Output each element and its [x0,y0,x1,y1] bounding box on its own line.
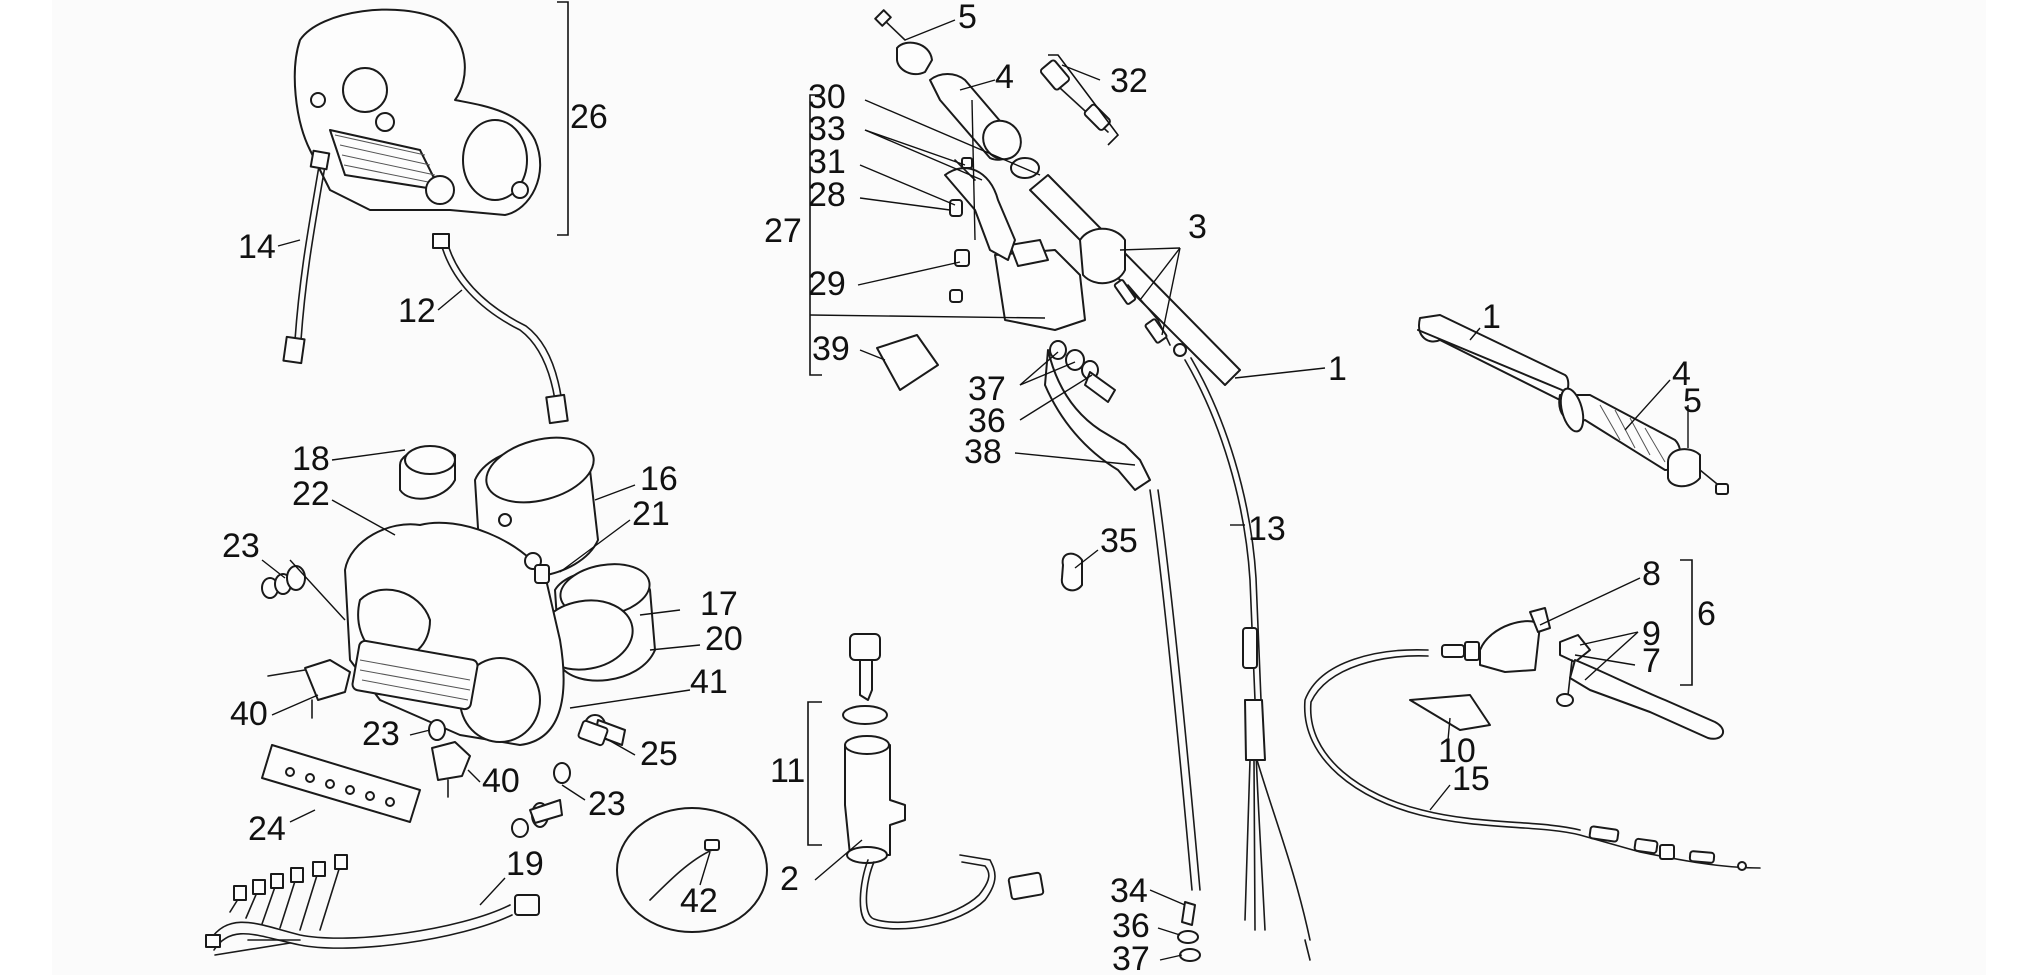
label-37-upper: 37 [968,370,1006,408]
label-21: 21 [632,495,670,533]
label-9: 9 [1642,615,1661,653]
label-6: 6 [1697,595,1716,633]
label-36-lower: 36 [1112,907,1150,945]
label-15: 15 [1452,760,1490,798]
ignition-switch-assembly [842,633,1045,930]
label-29: 29 [808,265,846,303]
label-14: 14 [238,228,276,266]
clutch-lever-assembly [1304,607,1761,871]
label-30: 30 [808,78,846,116]
label-10: 10 [1438,732,1476,770]
label-7: 7 [1642,642,1661,680]
label-26: 26 [570,98,608,136]
label-18: 18 [292,440,330,478]
label-8: 8 [1642,555,1661,593]
label-20: 20 [705,620,743,658]
label-33: 33 [808,110,846,148]
handlebar-left-assembly [874,9,1311,962]
label-27: 27 [764,212,802,250]
label-25: 25 [640,735,678,773]
label-23-middle: 23 [362,715,400,753]
bulb-42-callout [616,807,768,933]
label-4-right: 4 [1672,355,1691,393]
label-5-top: 5 [958,0,977,36]
handlebar-right-assembly [1417,314,1729,495]
label-12: 12 [398,292,436,330]
label-42: 42 [680,882,718,920]
leader-lines [261,1,1693,961]
instrument-housing-exploded [261,436,656,838]
label-34: 34 [1110,872,1148,910]
label-40-lower: 40 [482,762,520,800]
wiring-harness-19 [205,854,540,956]
label-36-upper: 36 [968,402,1006,440]
label-2: 2 [780,860,799,898]
label-28: 28 [808,176,846,214]
label-3: 3 [1188,208,1207,246]
label-31: 31 [808,143,846,181]
label-4-top: 4 [995,58,1014,96]
label-13: 13 [1248,510,1286,548]
label-38: 38 [964,433,1002,471]
label-1-mid: 1 [1328,350,1347,388]
speedometer-cable-14 [282,149,331,365]
label-24: 24 [248,810,286,848]
label-32: 32 [1110,62,1148,100]
label-41: 41 [690,663,728,701]
label-35: 35 [1100,522,1138,560]
label-40-upper: 40 [230,695,268,733]
label-17: 17 [700,585,738,623]
label-39: 39 [812,330,850,368]
label-37-lower: 37 [1112,940,1150,975]
label-22: 22 [292,475,330,513]
label-23-upper: 23 [222,527,260,565]
label-1-right: 1 [1482,298,1501,336]
label-23-lower: 23 [588,785,626,823]
label-16: 16 [640,460,678,498]
instrument-cluster-assembly [293,8,542,216]
label-5-right: 5 [1683,382,1702,420]
tachometer-cable-12 [432,233,569,425]
label-19: 19 [506,845,544,883]
label-11: 11 [770,752,805,790]
part-number-labels: 26 14 12 18 22 16 21 23 17 20 41 40 23 2… [222,0,1716,975]
